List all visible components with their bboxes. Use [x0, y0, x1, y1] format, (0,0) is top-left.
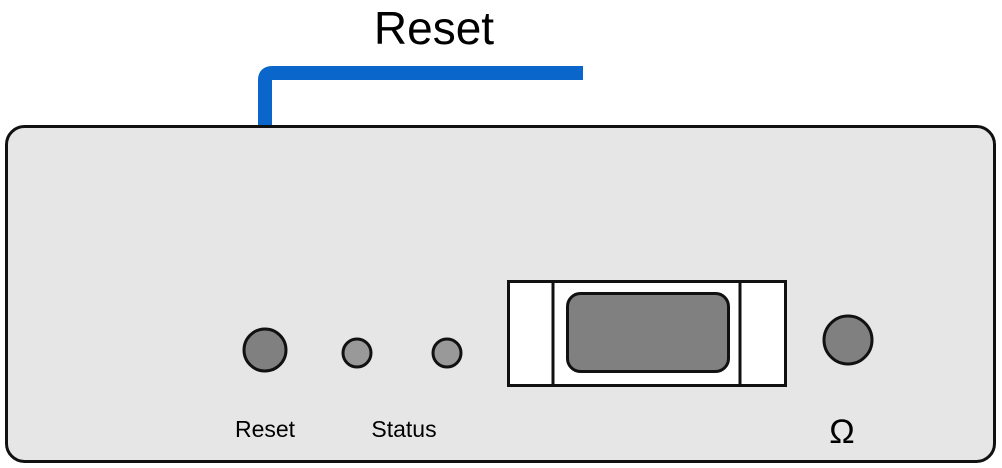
- device-front-panel: [5, 125, 996, 463]
- callout-title: Reset: [374, 2, 494, 54]
- port-contact-block: [566, 292, 730, 373]
- reset-button[interactable]: [242, 327, 288, 373]
- status-led-1: [341, 337, 373, 369]
- status-led-2: [431, 337, 463, 369]
- antenna-connector-label: Ω: [829, 413, 854, 451]
- status-led-label: Status: [371, 416, 436, 442]
- antenna-connector[interactable]: [822, 314, 874, 366]
- callout-leader-line: [258, 66, 583, 350]
- reset-button-label: Reset: [235, 416, 296, 442]
